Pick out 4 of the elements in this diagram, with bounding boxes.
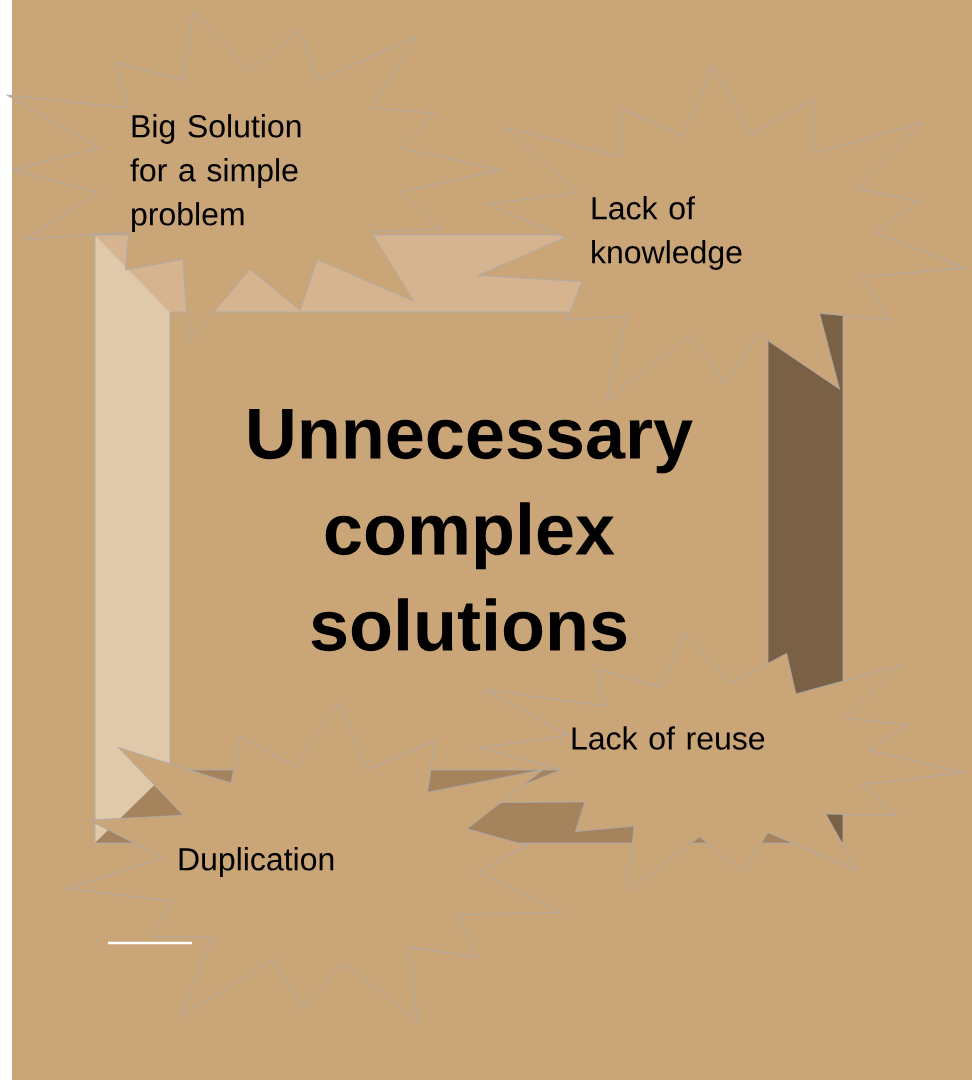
starburst: Duplication bbox=[67, 701, 564, 1022]
starburst: Big Solution for a simple problem bbox=[6, 10, 501, 342]
starburst: Lack of knowledge bbox=[477, 66, 966, 401]
node-label: Lack of reuse bbox=[572, 726, 765, 750]
